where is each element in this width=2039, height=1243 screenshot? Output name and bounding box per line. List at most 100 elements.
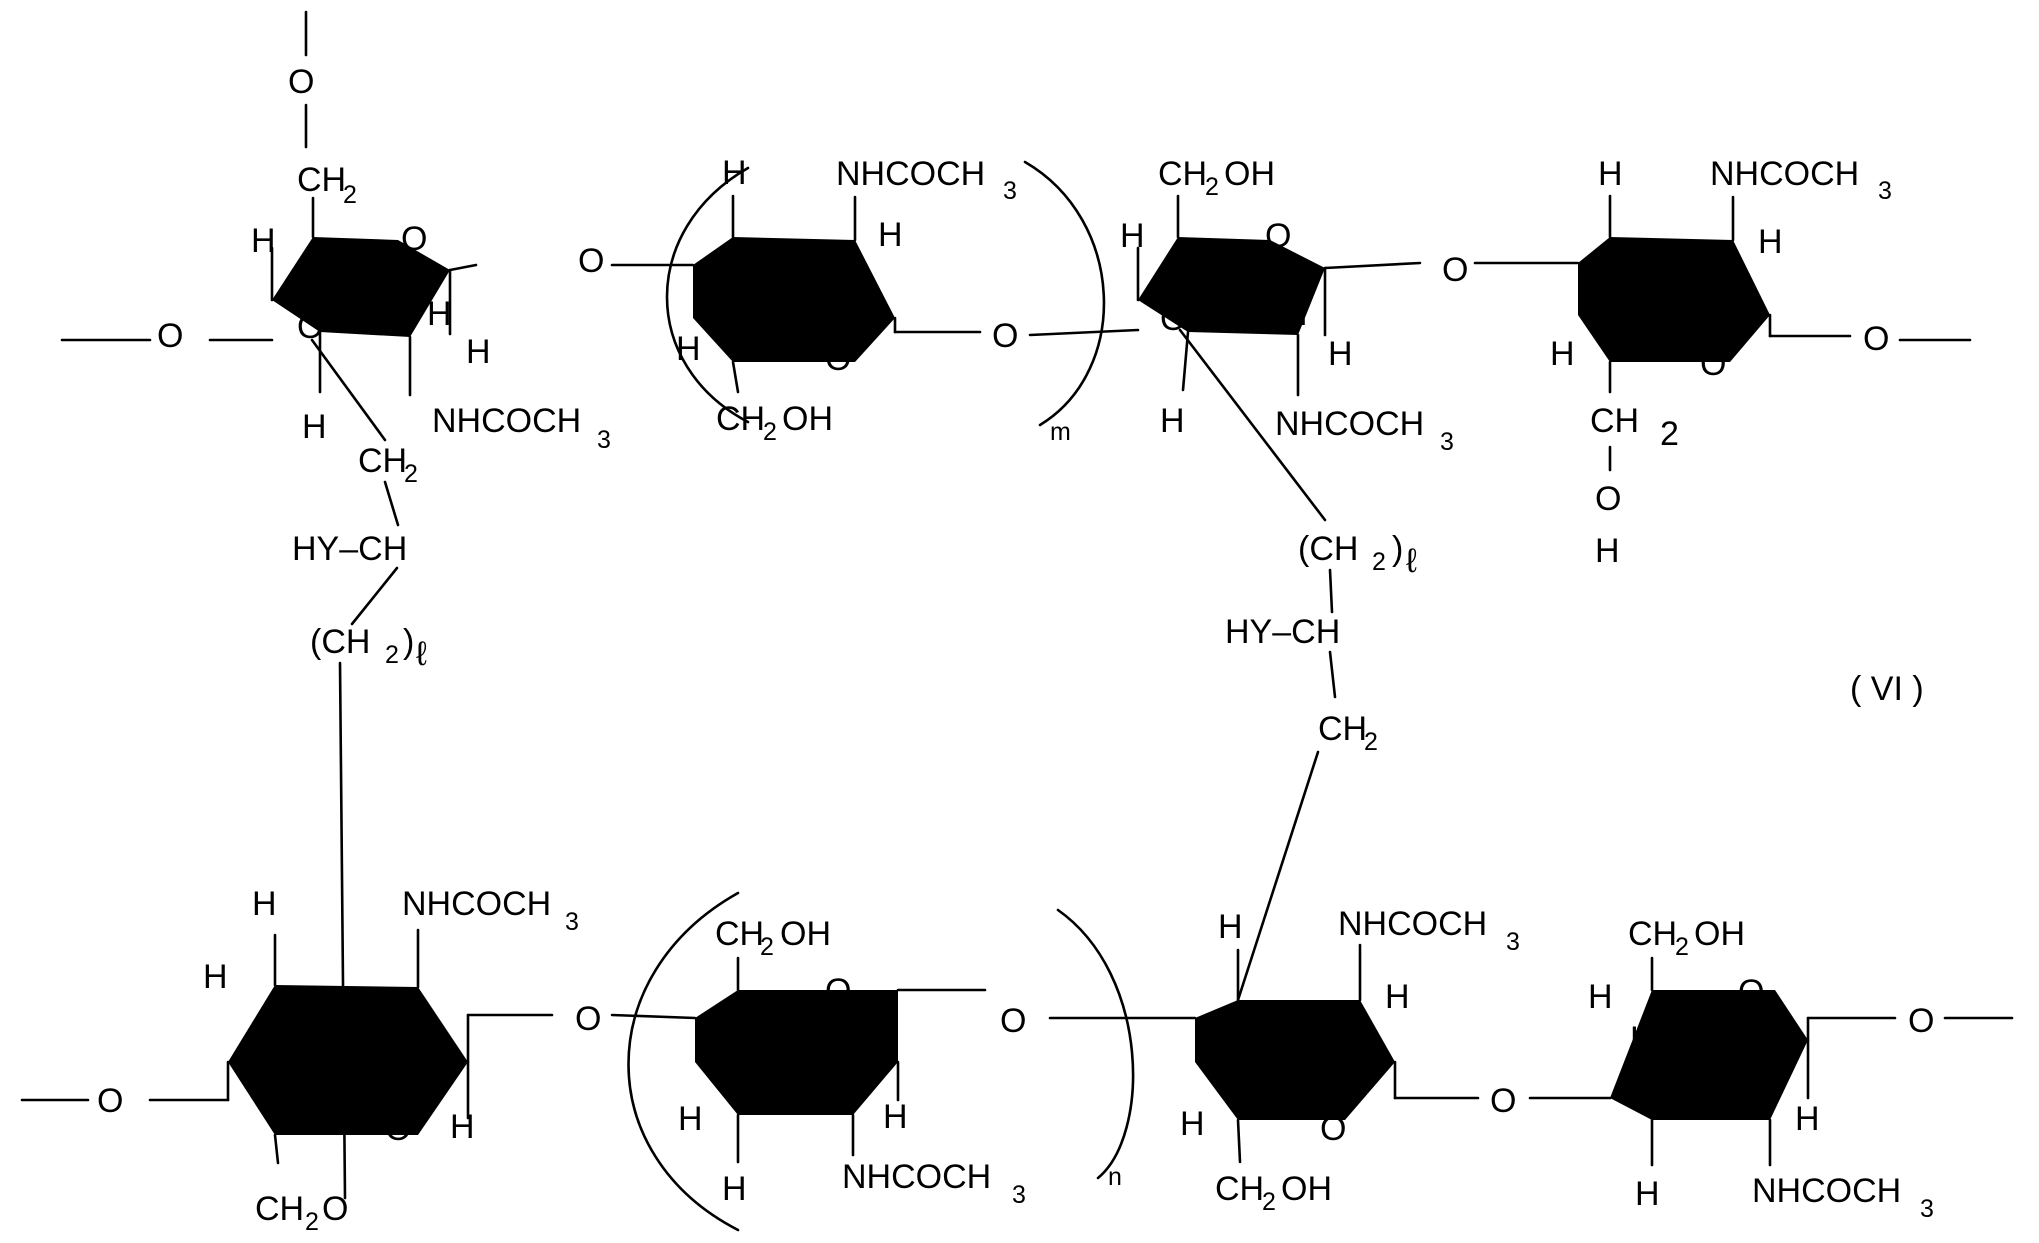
glycosidic-O: O <box>992 317 1018 355</box>
subscript-2: 2 <box>1675 933 1689 961</box>
glycosidic-O: O <box>1442 251 1468 289</box>
subscript-3: 3 <box>1440 428 1454 456</box>
atom-H: H <box>1795 1100 1820 1138</box>
atom-O: O <box>288 63 314 101</box>
glycosidic-O: O <box>1000 1002 1026 1040</box>
group-CH2-label: CH <box>297 161 346 199</box>
atom-H: H <box>1163 260 1188 298</box>
ch2-ell-close: ) <box>1392 530 1403 568</box>
ring-oxygen: O <box>401 220 427 258</box>
subscript-2: 2 <box>763 418 777 446</box>
atom-H: H <box>1385 978 1410 1016</box>
ring-O6-oxygen: O <box>322 1190 348 1228</box>
hydroxymethyl-OH: OH <box>1281 1170 1332 1208</box>
formula-number: ( VI ) <box>1850 670 1924 708</box>
acetamido-label: NHCOCH <box>842 1158 991 1196</box>
hydroxymethyl-CH2: CH <box>715 915 764 953</box>
atom-H: H <box>302 408 327 446</box>
atom-H: H <box>883 1098 908 1136</box>
glycosidic-O: O <box>578 242 604 280</box>
acetamido-label: NHCOCH <box>1710 155 1859 193</box>
atom-O: O <box>1595 480 1621 518</box>
repeat-unit-m: m H NHCOCH 3 H OH H H H O O CH 2 OH <box>612 154 1138 446</box>
crosslink-CH2: CH <box>1318 710 1367 748</box>
ring-oxygen: O <box>1738 973 1764 1011</box>
atom-H: H <box>1630 1020 1655 1058</box>
atom-H: H <box>400 1000 425 1038</box>
subscript-2: 2 <box>1262 1188 1276 1216</box>
hydroxyl-OH: OH <box>1598 253 1649 291</box>
subscript-2: 2 <box>1205 173 1219 201</box>
hy-ch-label: HY–CH <box>1225 613 1340 651</box>
atom-H: H <box>1750 1058 1775 1096</box>
atom-H: H <box>1598 292 1623 330</box>
ring-bottom-3: H NHCOCH 3 H O H H H O O CH 2 OH <box>1180 905 1610 1216</box>
atom-H: H <box>1180 1105 1205 1143</box>
index-ell: ℓ <box>1406 542 1417 580</box>
subscript-2: 2 <box>1372 548 1386 576</box>
ring-oxygen: O <box>1320 1110 1346 1148</box>
subscript-3: 3 <box>1003 177 1017 205</box>
atom-H: H <box>833 253 858 291</box>
glycosidic-O: O <box>1863 320 1889 358</box>
acetamido-label: NHCOCH <box>1275 405 1424 443</box>
atom-H: H <box>722 154 747 192</box>
atom-H: H <box>1335 1010 1360 1048</box>
atom-H: H <box>466 333 491 371</box>
ring-top-3: CH 2 OH O H H O H H O H NHCOCH 3 <box>1120 155 1578 456</box>
ring-oxygen: O <box>385 1110 411 1148</box>
atom-H: H <box>258 1080 283 1118</box>
atom-H: H <box>270 1028 295 1066</box>
atom-H: H <box>297 262 322 300</box>
crosslink-CH2: CH <box>358 442 407 480</box>
subscript-3: 3 <box>1012 1181 1026 1209</box>
acetamido-label: NHCOCH <box>402 885 551 923</box>
atom-H: H <box>676 330 701 368</box>
atom-H: H <box>722 300 747 338</box>
hydroxymethyl-OH: OH <box>782 400 833 438</box>
atom-H: H <box>1708 260 1733 298</box>
subscript-3: 3 <box>1506 928 1520 956</box>
atom-H: H <box>1595 532 1620 570</box>
subscript-2: 2 <box>760 933 774 961</box>
atom-H: H <box>1635 1175 1660 1213</box>
glycosidic-O: O <box>97 1082 123 1120</box>
acetamido-label: NHCOCH <box>1338 905 1487 943</box>
subscript-3: 3 <box>565 908 579 936</box>
acetamido-label: NHCOCH <box>836 155 985 193</box>
hydroxymethyl-CH2: CH <box>1628 915 1677 953</box>
atom-H: H <box>1598 155 1623 193</box>
atom-H: H <box>1588 978 1613 1016</box>
subscript-3: 3 <box>1878 177 1892 205</box>
hydroxymethyl-CH2: CH <box>1158 155 1207 193</box>
ring-oxygen: O <box>825 972 851 1010</box>
hydroxyl-OH: OH <box>722 253 773 291</box>
atom-H: H <box>1120 217 1145 255</box>
ring-oxygen: O <box>825 340 851 378</box>
group-CH2-label: CH <box>1590 402 1639 440</box>
atom-H: H <box>1328 335 1353 373</box>
atom-H: H <box>252 885 277 923</box>
atom-H: H <box>878 216 903 254</box>
ch2-ell-open: (CH <box>310 623 370 661</box>
ch2-ell-open: (CH <box>1298 530 1358 568</box>
hydroxymethyl-OH: OH <box>780 915 831 953</box>
atom-H: H <box>203 958 228 996</box>
subscript-2: 2 <box>1364 728 1378 756</box>
subscript-2: 2 <box>305 1208 319 1236</box>
hydroxymethyl-OH: OH <box>1224 155 1275 193</box>
subscript-3: 3 <box>1920 1195 1934 1223</box>
glycosidic-O: O <box>575 1000 601 1038</box>
hydroxymethyl-OH: OH <box>1694 915 1745 953</box>
atom-H: H <box>1550 335 1575 373</box>
atom-H: H <box>722 1010 747 1048</box>
ring-O3-oxygen: O <box>1222 1010 1248 1048</box>
hydroxymethyl-CH2: CH <box>255 1190 304 1228</box>
hydroxymethyl-CH2: CH <box>716 400 765 438</box>
glycosidic-O: O <box>157 317 183 355</box>
acetamido-label: NHCOCH <box>1752 1172 1901 1210</box>
hy-ch-label: HY–CH <box>292 530 407 568</box>
hydroxyl-OH: OH <box>722 1058 773 1096</box>
atom-H: H <box>1218 908 1243 946</box>
